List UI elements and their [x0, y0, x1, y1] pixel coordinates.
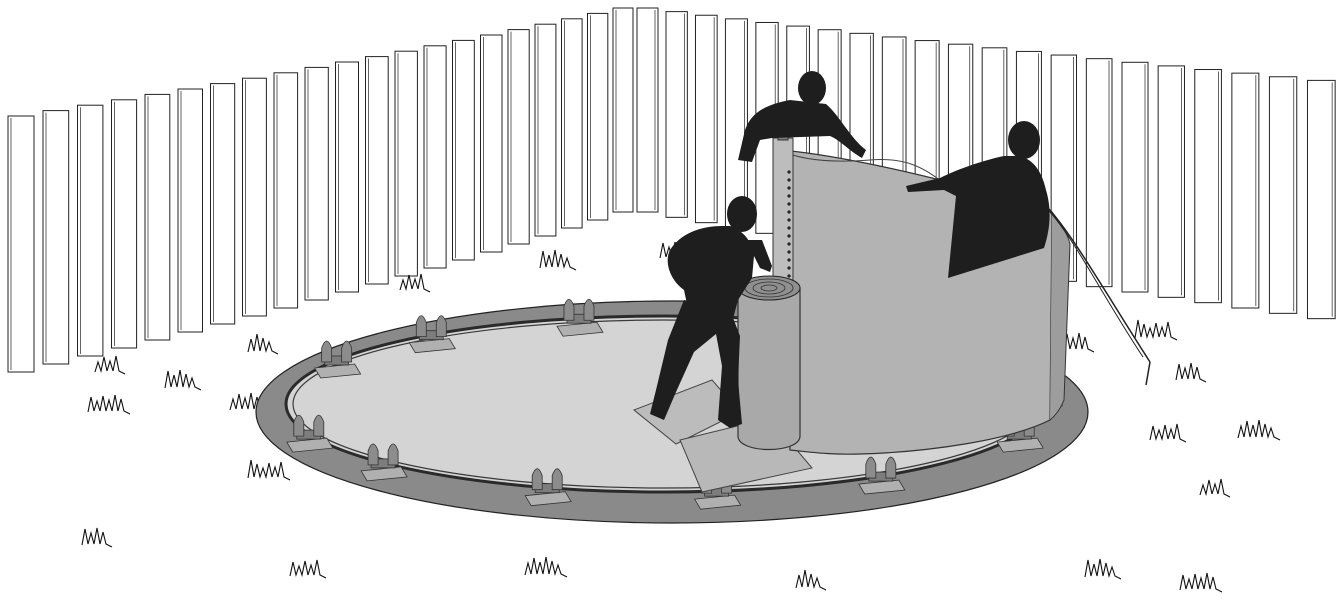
post-hole: [787, 186, 790, 189]
fence-panel: [1232, 73, 1259, 308]
fence-panel: [112, 100, 137, 348]
ground-stake: [1146, 362, 1150, 385]
fence-panel: [178, 89, 203, 332]
post-hole: [787, 218, 790, 221]
head: [1008, 121, 1040, 159]
fence-panel: [305, 67, 328, 300]
fence-panel: [613, 8, 633, 212]
fence-panel: [43, 111, 69, 364]
anchor-cone: [552, 469, 562, 490]
support-post: [773, 126, 793, 288]
post-hole: [787, 202, 790, 205]
fence-panel: [366, 57, 389, 284]
fence-panel: [666, 12, 687, 218]
fence-panel: [637, 8, 658, 212]
fence-panel: [78, 105, 103, 356]
grass-tuft: [1238, 420, 1280, 440]
anchor-cone: [368, 444, 378, 465]
fabric-roll: [738, 276, 800, 450]
grass-tuft: [95, 356, 125, 374]
fence-panel: [211, 84, 235, 324]
grass-tuft: [248, 334, 278, 354]
grass-tuft: [525, 557, 567, 577]
fence-panel: [424, 46, 446, 268]
anchor-cone: [342, 341, 352, 362]
post-hole: [787, 194, 790, 197]
fence-panel: [562, 19, 583, 228]
fence-panel: [588, 13, 608, 220]
grass-tuft: [1150, 424, 1186, 442]
fence-panel: [395, 51, 417, 276]
grass-tuft: [165, 370, 201, 390]
post-hole: [787, 210, 790, 213]
fence-panel: [1195, 70, 1222, 303]
post-hole: [787, 266, 790, 269]
anchor-cone: [564, 299, 574, 320]
post-hole: [787, 242, 790, 245]
grass-tuft: [290, 560, 326, 578]
anchor-cone: [584, 299, 594, 320]
post-hole: [787, 234, 790, 237]
anchor-cone: [322, 341, 332, 362]
anchor-cone: [886, 457, 896, 478]
roll-body: [738, 288, 800, 450]
anchor-cone: [436, 316, 446, 337]
fence-panel: [336, 62, 359, 292]
grass-tuft: [1176, 363, 1206, 382]
post-hole: [787, 250, 790, 253]
grass-tuft: [82, 528, 112, 547]
post-hole: [787, 226, 790, 229]
post-hole: [787, 258, 790, 261]
post-hole: [787, 170, 790, 173]
fence-panel: [508, 30, 529, 244]
fence-panel: [1269, 77, 1296, 314]
anchor-cone: [866, 457, 876, 478]
post-hole: [787, 274, 790, 277]
fence-panel: [274, 73, 298, 308]
fence-panel: [8, 116, 34, 372]
fence-panel: [145, 94, 170, 340]
fence-panel: [1307, 80, 1335, 318]
head: [798, 71, 826, 105]
anchor-cone: [388, 444, 398, 465]
fence-panel: [1122, 62, 1148, 292]
fence-panel: [243, 78, 267, 316]
fence-panel: [1086, 59, 1112, 287]
grass-tuft: [400, 274, 430, 292]
grass-tuft: [540, 250, 576, 270]
anchor-cone: [532, 469, 542, 490]
grass-tuft: [1180, 573, 1222, 592]
grass-tuft: [1085, 559, 1121, 579]
grass-tuft: [248, 460, 290, 480]
grass-tuft: [1200, 479, 1230, 497]
anchor-cone: [314, 415, 324, 436]
post-hole: [787, 178, 790, 181]
anchor-cone: [294, 415, 304, 436]
grass-tuft: [796, 570, 826, 590]
grass-tuft: [1135, 320, 1177, 340]
fence-panel: [535, 24, 556, 236]
anchor-cone: [416, 316, 426, 337]
fence-panel: [695, 15, 717, 222]
fence-panel: [1158, 66, 1184, 297]
grass-tuft: [88, 395, 130, 414]
fence-panel: [453, 40, 475, 260]
fence-panel: [481, 35, 503, 252]
